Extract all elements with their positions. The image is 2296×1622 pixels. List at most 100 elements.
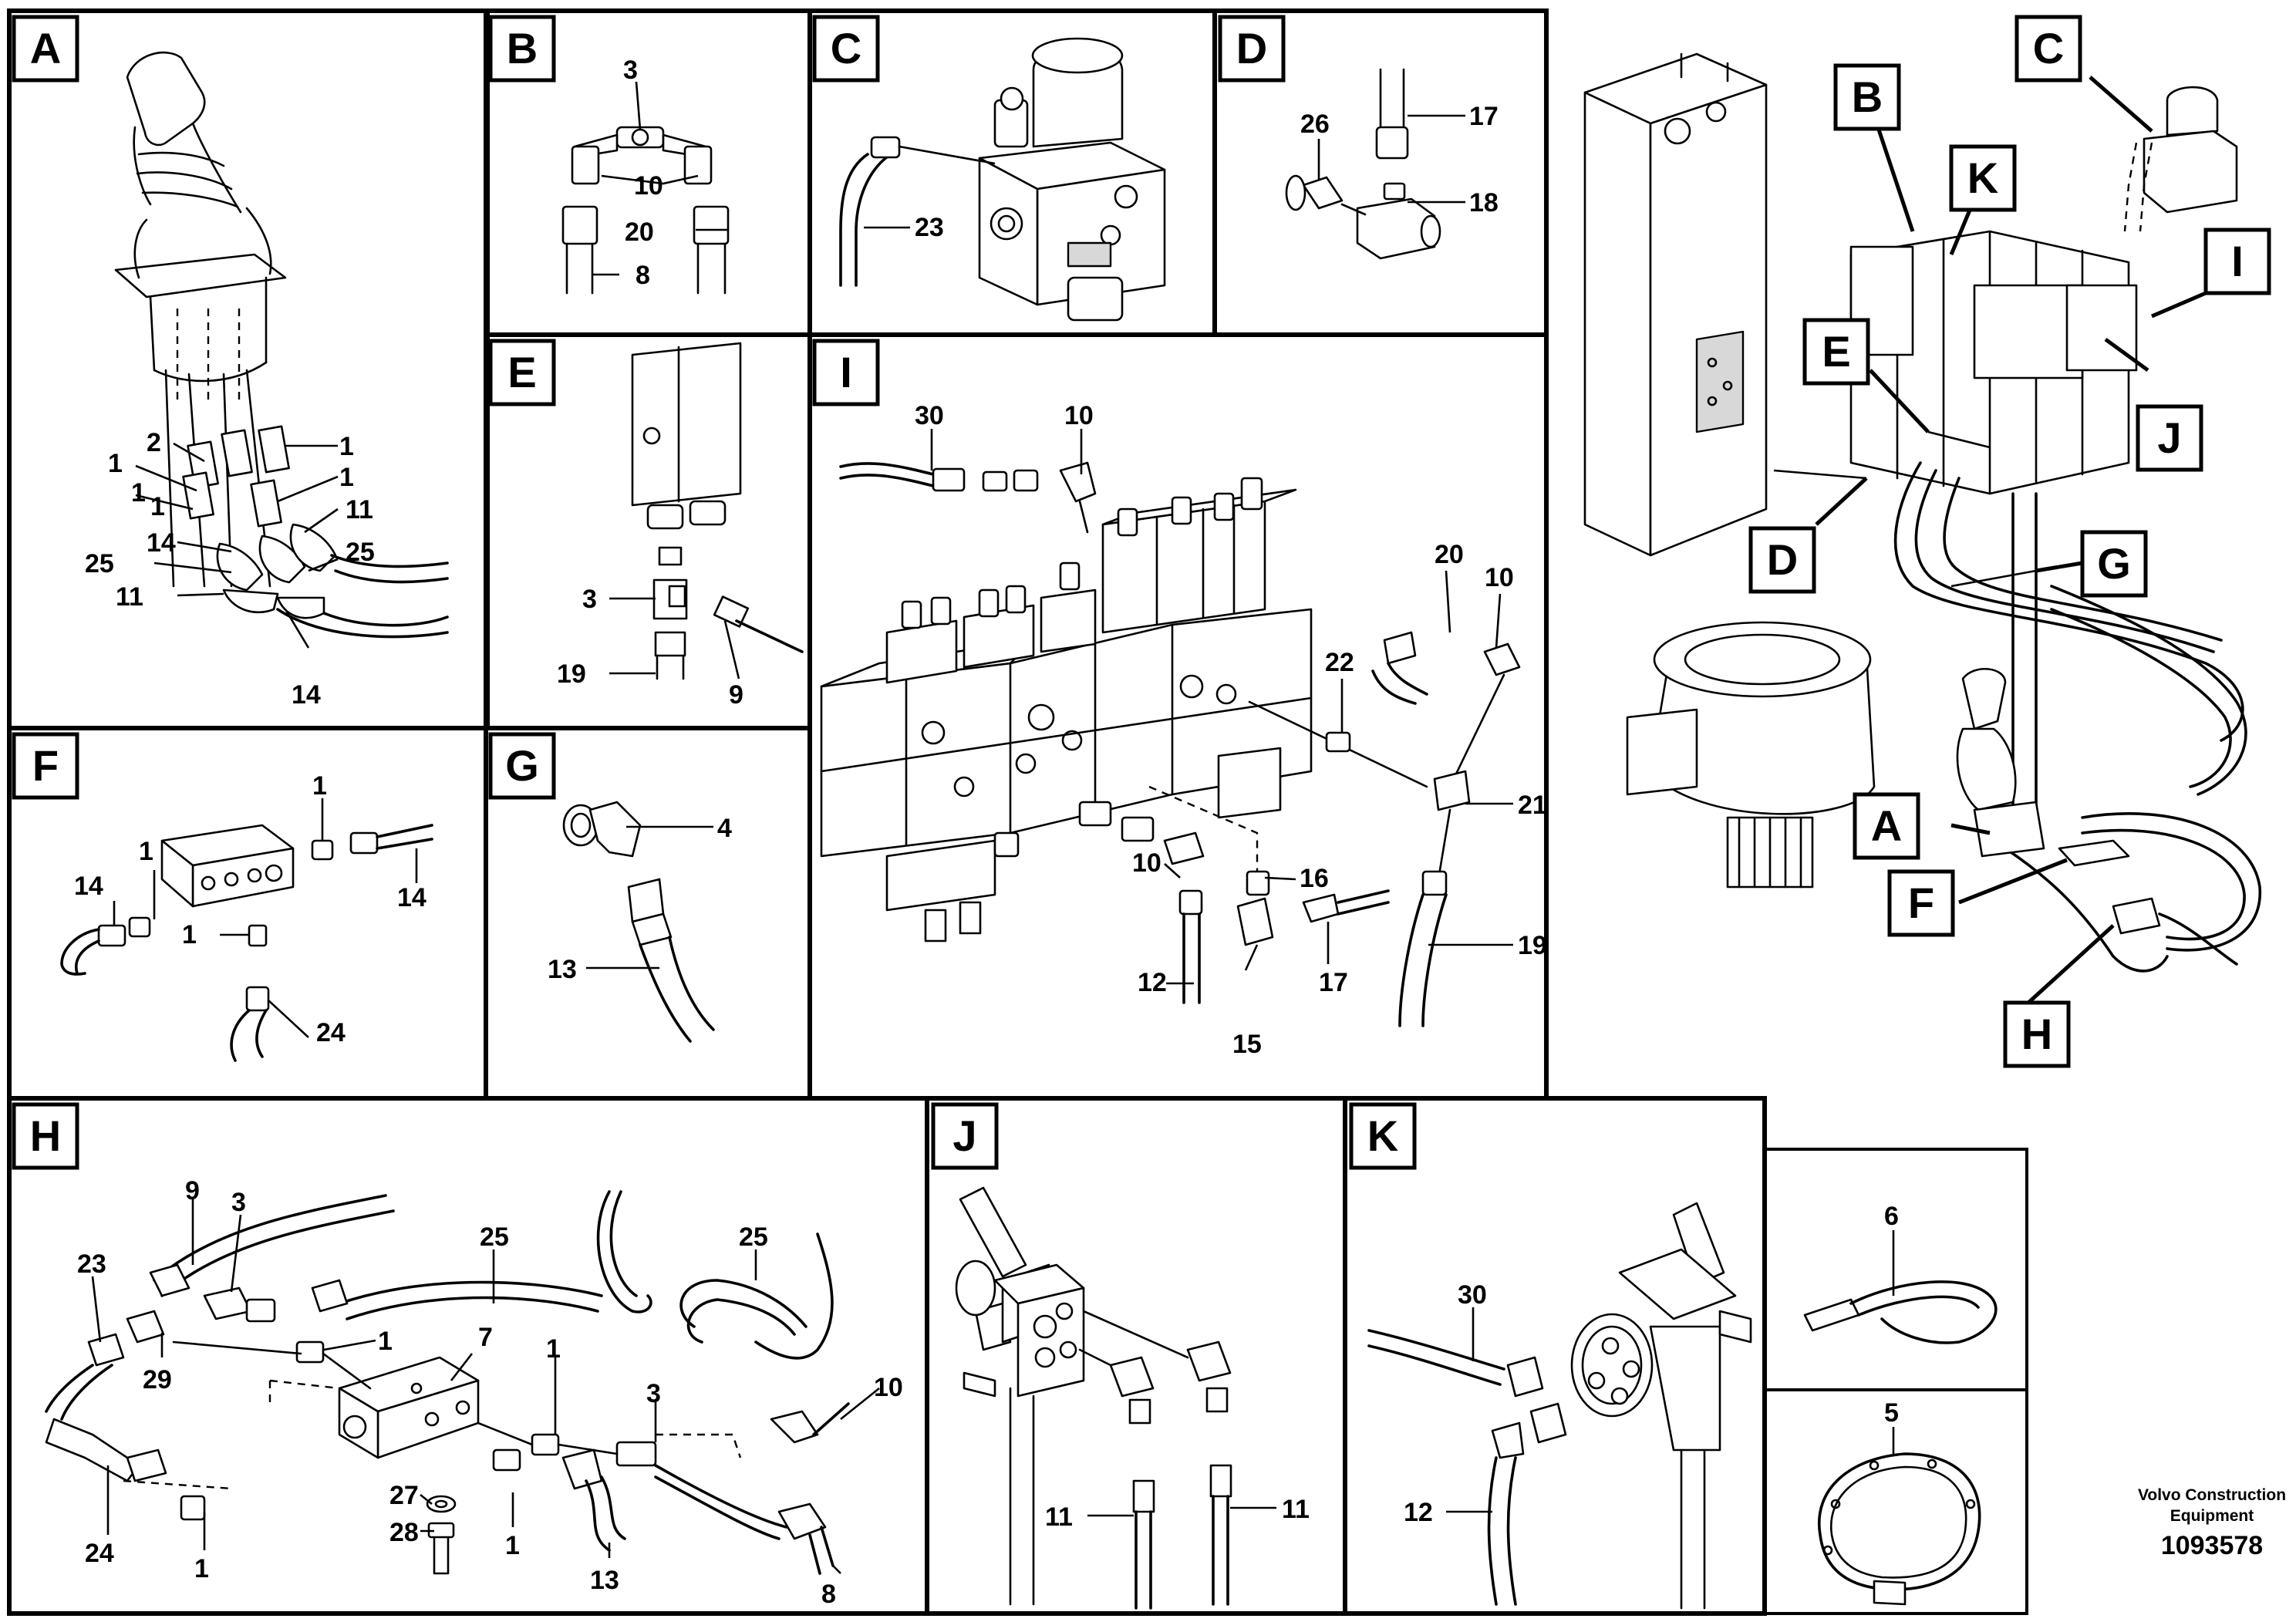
panel-i-leaders [930,429,1513,985]
panel-c-leaders [864,145,996,229]
callout: 6 [1884,1202,1899,1231]
callout: 5 [1884,1398,1899,1428]
callout: 3 [231,1188,246,1217]
callout: 15 [1232,1030,1262,1059]
panel-d-tag: D [1218,15,1286,83]
callout: 25 [85,549,114,578]
callout: 12 [1404,1498,1433,1527]
panel-i-callouts: 30 10 20 10 22 21 10 16 12 17 15 19 [915,401,1547,1059]
callout: 24 [85,1539,114,1568]
overview-tag-k[interactable]: K [1949,144,2017,212]
overview-tag-e-label: E [1822,327,1850,376]
callout: 20 [1435,540,1464,569]
panel-g-tag-label: G [505,741,539,790]
callout: 20 [625,218,654,247]
panel-c-tag-label: C [831,24,861,73]
overview-tag-d[interactable]: D [1748,526,1816,594]
callout: 10 [874,1373,903,1402]
panel-h-leaders [91,1199,880,1574]
overview-tag-k-label: K [1967,153,1998,202]
panel-f: F 1 1 14 14 1 2 [12,732,433,1062]
overview-tag-a[interactable]: A [1853,792,1920,860]
panel-i: I [812,339,1547,1059]
panel-d-leaders [1317,114,1465,204]
callout: 29 [143,1365,172,1394]
callout: 14 [397,883,426,912]
joystick-base-j-drawing [955,1186,1232,1610]
panel-i-tag: I [812,339,880,406]
panel-f-tag-label: F [32,741,59,790]
overview-leaders [1773,76,2207,1004]
callout: 30 [915,401,944,430]
callout: 8 [636,261,650,290]
panel-j-tag-label: J [952,1111,976,1160]
callout: 1 [505,1531,520,1560]
overview-tag-f[interactable]: F [1887,869,1955,937]
callout: 1 [339,463,354,492]
overview-tag-b[interactable]: B [1833,63,1901,131]
callout: 13 [590,1566,619,1595]
panel-k-callouts: 30 12 [1404,1280,1487,1527]
tee-fitting-drawing [561,126,730,295]
panel-frames [7,8,2028,1616]
callout: 9 [729,680,743,710]
callout: 1 [131,478,146,508]
panel-j-tag: J [931,1102,999,1170]
callout: 4 [717,814,732,843]
overview-tag-j[interactable]: J [2136,404,2203,472]
callout: 1 [546,1334,561,1364]
overview-tags: C B K I E J D [1748,15,2271,1068]
panel-d-callouts: 26 17 18 [1300,102,1499,218]
panel-f-callouts: 1 1 14 14 1 24 [74,771,426,1047]
overview-tag-c[interactable]: C [2014,15,2082,83]
callout: 23 [915,213,944,242]
callout: 11 [1045,1502,1073,1532]
callout: 1 [378,1327,393,1356]
callout: 13 [548,955,577,984]
overview-tag-h[interactable]: H [2003,1000,2071,1068]
panel-b-tag: B [488,15,556,83]
overview-tag-a-label: A [1871,801,1902,850]
overview-tag-j-label: J [2157,413,2181,462]
panel-a-tag-label: A [30,24,61,73]
callout: 22 [1325,648,1354,677]
callout: 9 [185,1176,200,1206]
callout: 10 [634,171,663,201]
overview-tag-i[interactable]: I [2203,228,2271,295]
callout: 3 [646,1379,661,1408]
panel-c: C 23 [812,15,1166,322]
panel-e-tag-label: E [507,348,536,396]
callout: 2 [147,428,161,457]
panel-j-callouts: 11 11 [1045,1495,1310,1532]
callout: 1 [139,837,153,866]
callout: 28 [389,1518,419,1547]
callout: 12 [1138,968,1167,997]
valve-block-drawing [631,342,804,680]
callout: 23 [77,1249,106,1279]
panel-b-callouts: 3 10 20 8 [623,56,663,290]
callout: 10 [1485,563,1514,592]
callout: 24 [316,1018,346,1047]
callout: 26 [1300,110,1330,139]
elbow-hose-drawing [562,801,715,1043]
panel-b-leaders [592,81,729,276]
panel-a-frame [7,8,490,730]
callout: 18 [1469,188,1499,218]
overview-tag-f-label: F [1908,878,1934,927]
overview-tag-i-label: I [2231,237,2244,285]
callout: 3 [582,585,597,614]
panel-g-tag: G [488,732,556,800]
callout: 16 [1300,864,1329,893]
overview-tag-g[interactable]: G [2080,530,2148,598]
callout: 17 [1469,102,1499,131]
panel-k-tag: K [1349,1102,1417,1170]
panel-c-tag: C [812,15,880,83]
overview-tag-b-label: B [1852,73,1883,121]
overview-tag-g-label: G [2097,539,2131,588]
overview-tag-e[interactable]: E [1802,318,1870,386]
panel-i-tag-label: I [840,348,852,396]
panel-h-tag-label: H [30,1111,61,1160]
machine-overview: C B K I E J D [1583,15,2271,1068]
panel-a-tag: A [12,15,79,83]
callout: 1 [339,432,354,461]
